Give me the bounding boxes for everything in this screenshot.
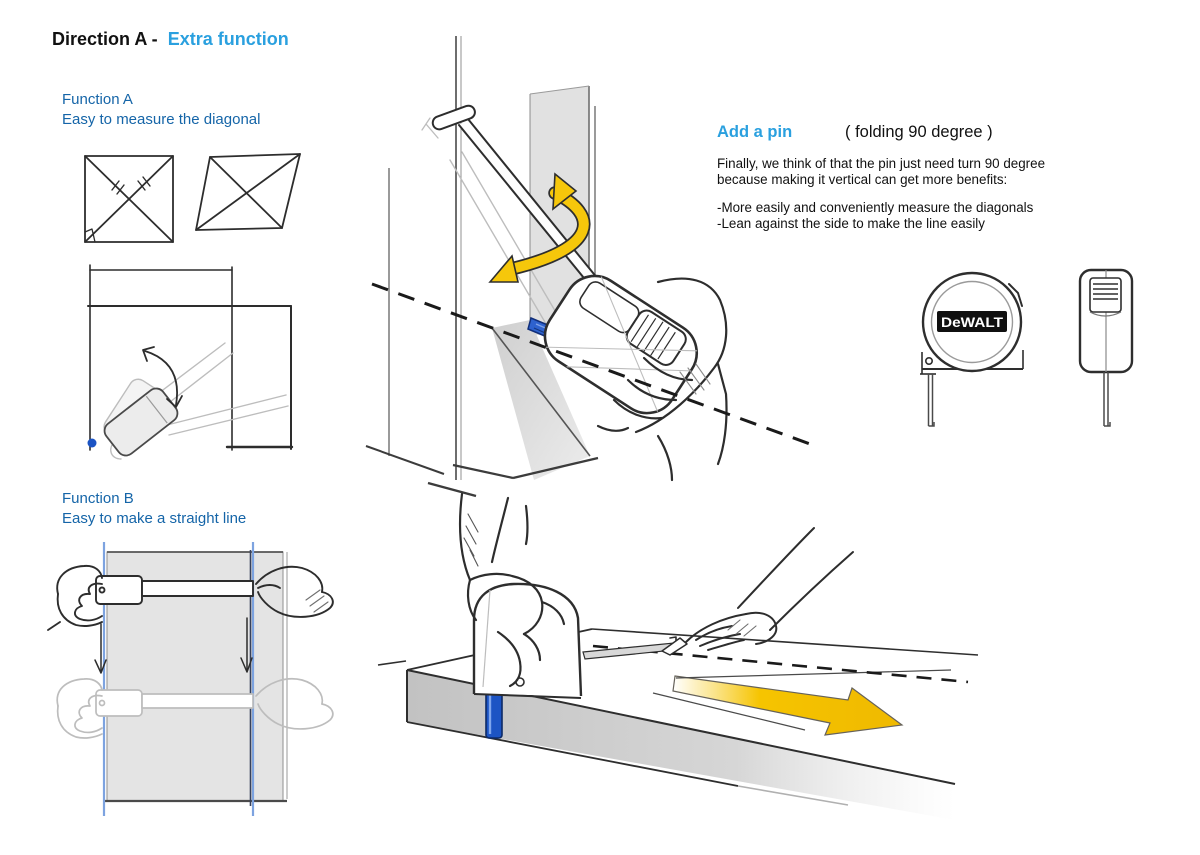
slide-arrow-icon	[652, 669, 952, 736]
tape-measure-dome-sketch	[472, 582, 583, 699]
brand-logo-text: DeWALT	[941, 314, 1003, 330]
tape-measure-front-view	[1078, 268, 1134, 427]
corner-pivot-sketch	[87, 264, 294, 460]
tape-measure-side-view: DeWALT	[920, 271, 1024, 427]
tape-stretched-ghost	[56, 677, 334, 739]
equal-tick-marks	[111, 176, 151, 195]
tape-stretched-current	[47, 564, 334, 631]
diagonal-shapes-sketch	[84, 153, 301, 243]
belt-clip	[1008, 283, 1023, 307]
slider-ridges	[630, 314, 676, 360]
folding-pin-doorframe-sketch	[365, 36, 811, 498]
tape-body-sketch	[103, 387, 179, 457]
knife-hand-sketch	[661, 527, 854, 656]
side-view-pin	[927, 374, 935, 427]
door-panel	[529, 85, 596, 336]
holding-hand-sketch	[596, 277, 728, 482]
square-diagonals-sketch	[84, 155, 174, 243]
folding-degree-note: ( folding 90 degree )	[845, 123, 993, 141]
product-views-sketch: DeWALT	[920, 268, 1134, 427]
front-view-pin	[1103, 372, 1111, 427]
doorframe-lines	[365, 36, 477, 498]
page-title-prefix: Direction A -	[52, 29, 158, 49]
page-title-highlight: Extra function	[167, 29, 289, 49]
pivot-rotation-arrow-icon	[142, 346, 183, 408]
add-a-pin-title: Add a pin	[717, 123, 793, 141]
function-b-label: Function B Easy to make a straight line	[62, 489, 246, 529]
parallelogram-diagonals-sketch	[195, 153, 301, 231]
fold-rotation-arrow-icon	[488, 172, 591, 283]
pivot-pin-dot	[87, 438, 97, 448]
straight-line-sketch	[47, 542, 334, 816]
front-slider	[1089, 277, 1122, 313]
construction-lines	[543, 276, 698, 412]
knife-blade	[661, 637, 688, 656]
brand-logo-plate	[937, 311, 1007, 332]
slide-down-arrows	[94, 617, 253, 674]
function-a-title: Function A	[62, 91, 133, 108]
bullet-1: -More easily and conveniently measure th…	[717, 200, 1034, 215]
add-a-pin-body: Finally, we think of that the pin just n…	[717, 156, 1045, 231]
board-marking-sketch	[377, 492, 979, 820]
pressing-hand-sketch	[458, 492, 566, 688]
vertical-pin-blue	[485, 687, 503, 739]
forearm-hatching	[463, 513, 479, 567]
body-line-2: because making it vertical can get more …	[717, 171, 1008, 187]
extended-tape-blade	[582, 636, 677, 660]
floor-wedge-shadow	[452, 320, 599, 480]
right-hand-sketch	[255, 565, 334, 618]
right-angle-mark	[84, 228, 96, 243]
function-a-label: Function A Easy to measure the diagonal	[62, 90, 260, 130]
function-b-subtitle: Easy to make a straight line	[62, 510, 247, 527]
diagonal-dashed-line	[371, 282, 811, 446]
pivot-screw	[925, 357, 934, 366]
bullet-2: -Lean against the side to make the line …	[717, 215, 985, 231]
function-b-title: Function B	[62, 490, 134, 507]
left-hand-sketch	[47, 564, 103, 631]
add-a-pin-heading: Add a pin	[717, 123, 792, 142]
hand-hatching	[679, 363, 711, 395]
function-a-subtitle: Easy to measure the diagonal	[62, 111, 261, 128]
page-title: Direction A - Extra function	[52, 29, 289, 50]
tape-measure-body-sketch	[543, 274, 699, 415]
front-slider-ridges	[1093, 283, 1118, 300]
body-line-1: Finally, we think of that the pin just n…	[717, 156, 1046, 171]
